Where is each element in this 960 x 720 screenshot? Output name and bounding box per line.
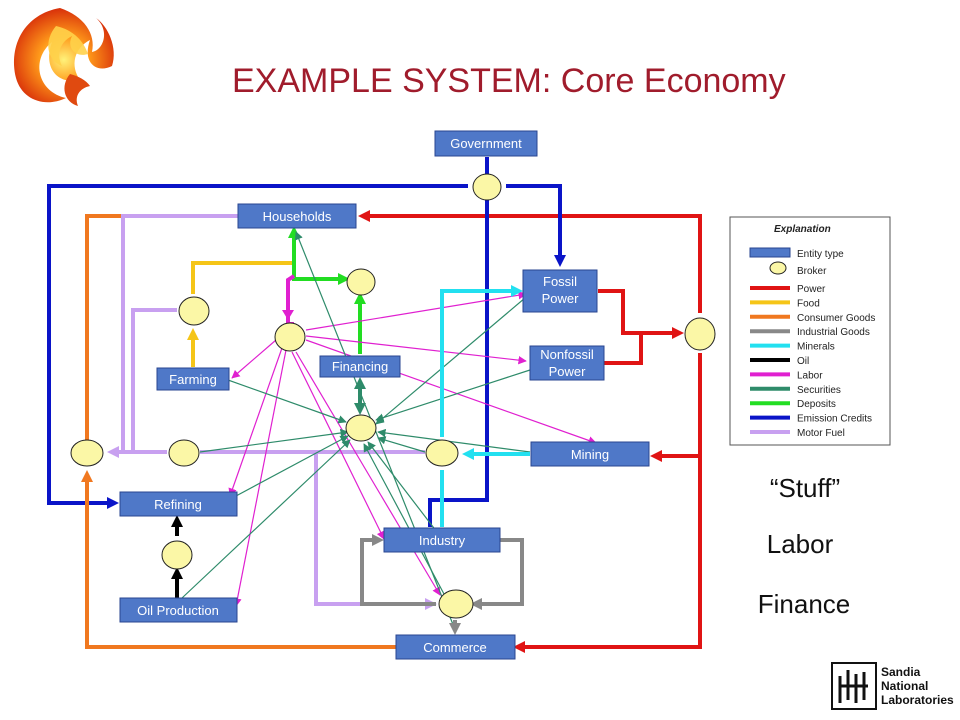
entity-nonfossil-power: Nonfossil Power: [529, 345, 605, 381]
broker: [345, 414, 377, 442]
svg-text:Mining: Mining: [571, 447, 609, 462]
side-label-stuff: “Stuff”: [770, 473, 840, 503]
svg-text:Households: Households: [263, 209, 332, 224]
page-title: EXAMPLE SYSTEM: Core Economy: [232, 62, 786, 100]
brokers: [70, 173, 716, 619]
minerals-flows: [440, 289, 530, 527]
legend-title: Explanation: [774, 224, 831, 235]
legend-item-label: Deposits: [797, 399, 836, 410]
legend-item-label: Labor: [797, 370, 823, 381]
svg-text:Industry: Industry: [419, 533, 466, 548]
entity-government: Government: [434, 130, 538, 157]
svg-text:Oil Production: Oil Production: [137, 603, 219, 618]
legend-item-label: Securities: [797, 385, 841, 396]
entity-financing: Financing: [319, 355, 401, 378]
sandia-line-2: National: [881, 679, 928, 693]
svg-text:Farming: Farming: [169, 372, 217, 387]
entity-mining: Mining: [530, 441, 650, 467]
entity-fossil-power: Fossil Power: [522, 269, 598, 313]
svg-text:Power: Power: [549, 364, 587, 379]
svg-text:Government: Government: [450, 136, 522, 151]
broker: [425, 439, 459, 467]
sandia-line-3: Laboratories: [881, 693, 954, 707]
svg-text:Financing: Financing: [332, 359, 388, 374]
entity-households: Households: [237, 203, 357, 229]
svg-text:Power: Power: [542, 291, 580, 306]
svg-text:Nonfossil: Nonfossil: [540, 347, 594, 362]
broker: [70, 439, 104, 467]
legend-item-label: Industrial Goods: [797, 327, 870, 338]
legend-broker: Broker: [797, 266, 827, 277]
legend-item-label: Motor Fuel: [797, 428, 845, 439]
legend-item-label: Power: [797, 284, 826, 295]
legend: Explanation Entity type Broker PowerFood…: [729, 216, 891, 446]
power-flows: [362, 214, 702, 649]
legend-item-label: Oil: [797, 356, 809, 367]
broker: [472, 173, 502, 201]
legend-item-label: Consumer Goods: [797, 313, 875, 324]
broker: [438, 589, 474, 619]
broker: [684, 317, 716, 351]
side-label-labor: Labor: [767, 529, 834, 559]
broker: [161, 540, 193, 570]
broker: [346, 268, 376, 296]
legend-item-label: Emission Credits: [797, 414, 872, 425]
phoenix-logo: [14, 8, 114, 106]
sandia-logo: Sandia National Laboratories: [831, 662, 954, 710]
svg-text:Commerce: Commerce: [423, 640, 487, 655]
broker: [178, 296, 210, 326]
legend-item-label: Food: [797, 298, 820, 309]
broker: [274, 322, 306, 352]
entity-oil-production: Oil Production: [119, 597, 238, 623]
industrial-goods-flows: [360, 538, 524, 630]
sandia-line-1: Sandia: [881, 665, 921, 679]
svg-text:Refining: Refining: [154, 497, 202, 512]
entity-industry: Industry: [383, 527, 501, 553]
svg-text:Fossil: Fossil: [543, 274, 577, 289]
entity-commerce: Commerce: [395, 634, 516, 660]
emission-credit-flows: [47, 157, 562, 527]
securities-flows: [354, 377, 366, 415]
entity-refining: Refining: [119, 491, 238, 517]
legend-item-label: Minerals: [797, 342, 835, 353]
legend-entity-type: Entity type: [797, 249, 844, 260]
side-label-finance: Finance: [758, 589, 851, 619]
entity-farming: Farming: [156, 367, 230, 391]
food-flows: [191, 261, 294, 367]
broker: [168, 439, 200, 467]
deposit-flows: [292, 230, 362, 354]
